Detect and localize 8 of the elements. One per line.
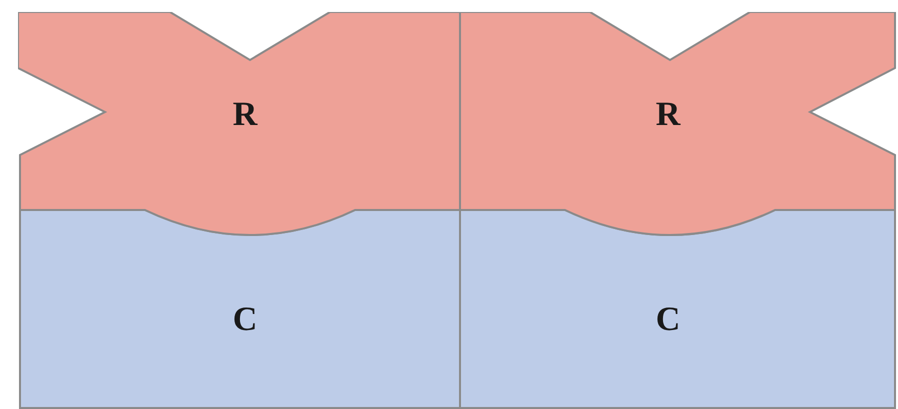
region-shape [18,12,460,237]
region-shape [460,12,896,237]
region-shape [18,208,460,409]
region-label: C [656,303,680,337]
region-shape [460,208,896,409]
region-label: R [232,98,258,132]
region-label: C [232,303,258,337]
region-label: R [656,98,680,132]
